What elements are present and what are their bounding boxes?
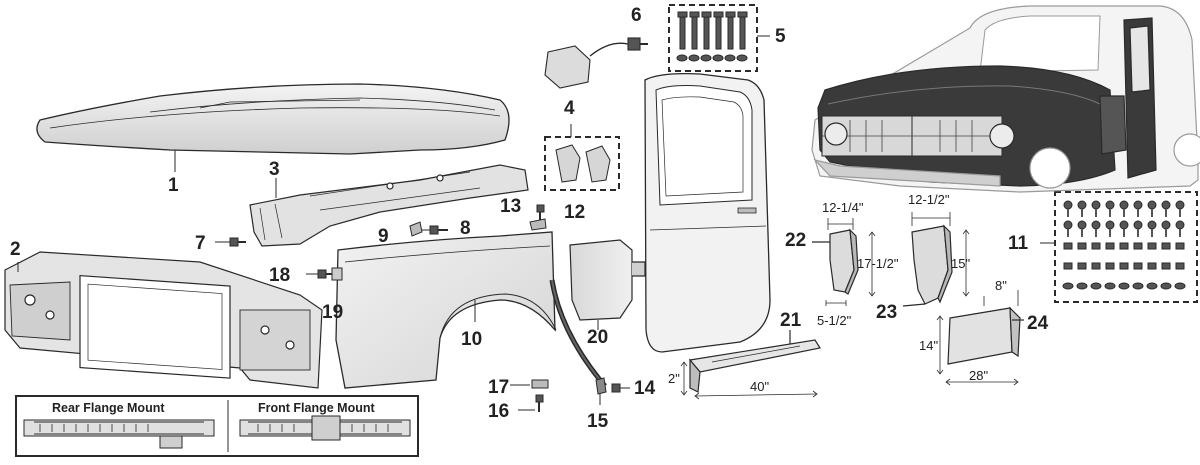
callout-23: 23 [876,302,898,323]
callout-24: 24 [1027,313,1049,334]
callout-12: 12 [564,202,586,223]
callout-6: 6 [631,5,642,26]
dimension-23-width: 12-1/2" [908,192,950,207]
callout-4: 4 [564,98,575,119]
dimension-22-base: 5-1/2" [817,313,852,328]
callout-7: 7 [195,233,206,254]
hinge-bracket-kit-part [544,124,620,191]
callout-17: 17 [488,377,510,398]
rocker-panel-part [680,330,821,400]
truck-illustration [811,5,1200,193]
fender-seal-strip-inner [551,279,606,387]
dimension-21-length: 40" [750,379,770,394]
callout-5: 5 [775,26,786,47]
dimension-22-width: 12-1/4" [822,200,864,215]
radiator-support-part [4,251,323,389]
hinge-part [544,37,648,89]
fasteners [215,204,630,412]
door-bolt-kit-part [668,4,770,72]
front-flange-mount-label: Front Flange Mount [258,401,375,415]
callout-3: 3 [269,159,280,180]
callout-2: 2 [10,239,21,260]
callout-1: 1 [168,175,179,196]
callout-15: 15 [587,411,609,432]
dimension-24-width: 8" [995,278,1007,293]
dimension-21-height: 2" [668,371,680,386]
front-flange-bar [239,415,411,441]
cab-corner-large-part [902,212,970,307]
dimension-24-height: 14" [919,338,939,353]
callout-22: 22 [785,230,807,251]
callout-14: 14 [634,378,656,399]
cab-corner-part [812,218,876,306]
dimension-23-height: 15" [951,256,971,271]
flange-mount-box [15,395,419,457]
callout-11: 11 [1008,233,1029,254]
inner-fender-part [249,164,529,247]
front-fender-part [335,231,557,389]
dimension-22-height: 17-1/2" [857,256,899,271]
callout-18: 18 [269,265,291,286]
hardware-kit-part [1040,191,1198,303]
cowl-side-panel-part [569,239,646,330]
callout-16: 16 [488,401,510,422]
callout-8: 8 [460,218,471,239]
callout-13: 13 [500,196,522,217]
callout-9: 9 [378,226,389,247]
rear-flange-bar [23,419,215,449]
callout-19: 19 [322,302,344,323]
door-part [644,72,771,353]
callout-20: 20 [587,327,609,348]
hood-part [36,83,510,172]
callout-10: 10 [461,329,483,350]
rear-flange-mount-label: Rear Flange Mount [52,401,165,415]
callout-21: 21 [780,310,802,331]
patch-panel-part [936,290,1024,386]
dimension-24-length: 28" [969,368,989,383]
